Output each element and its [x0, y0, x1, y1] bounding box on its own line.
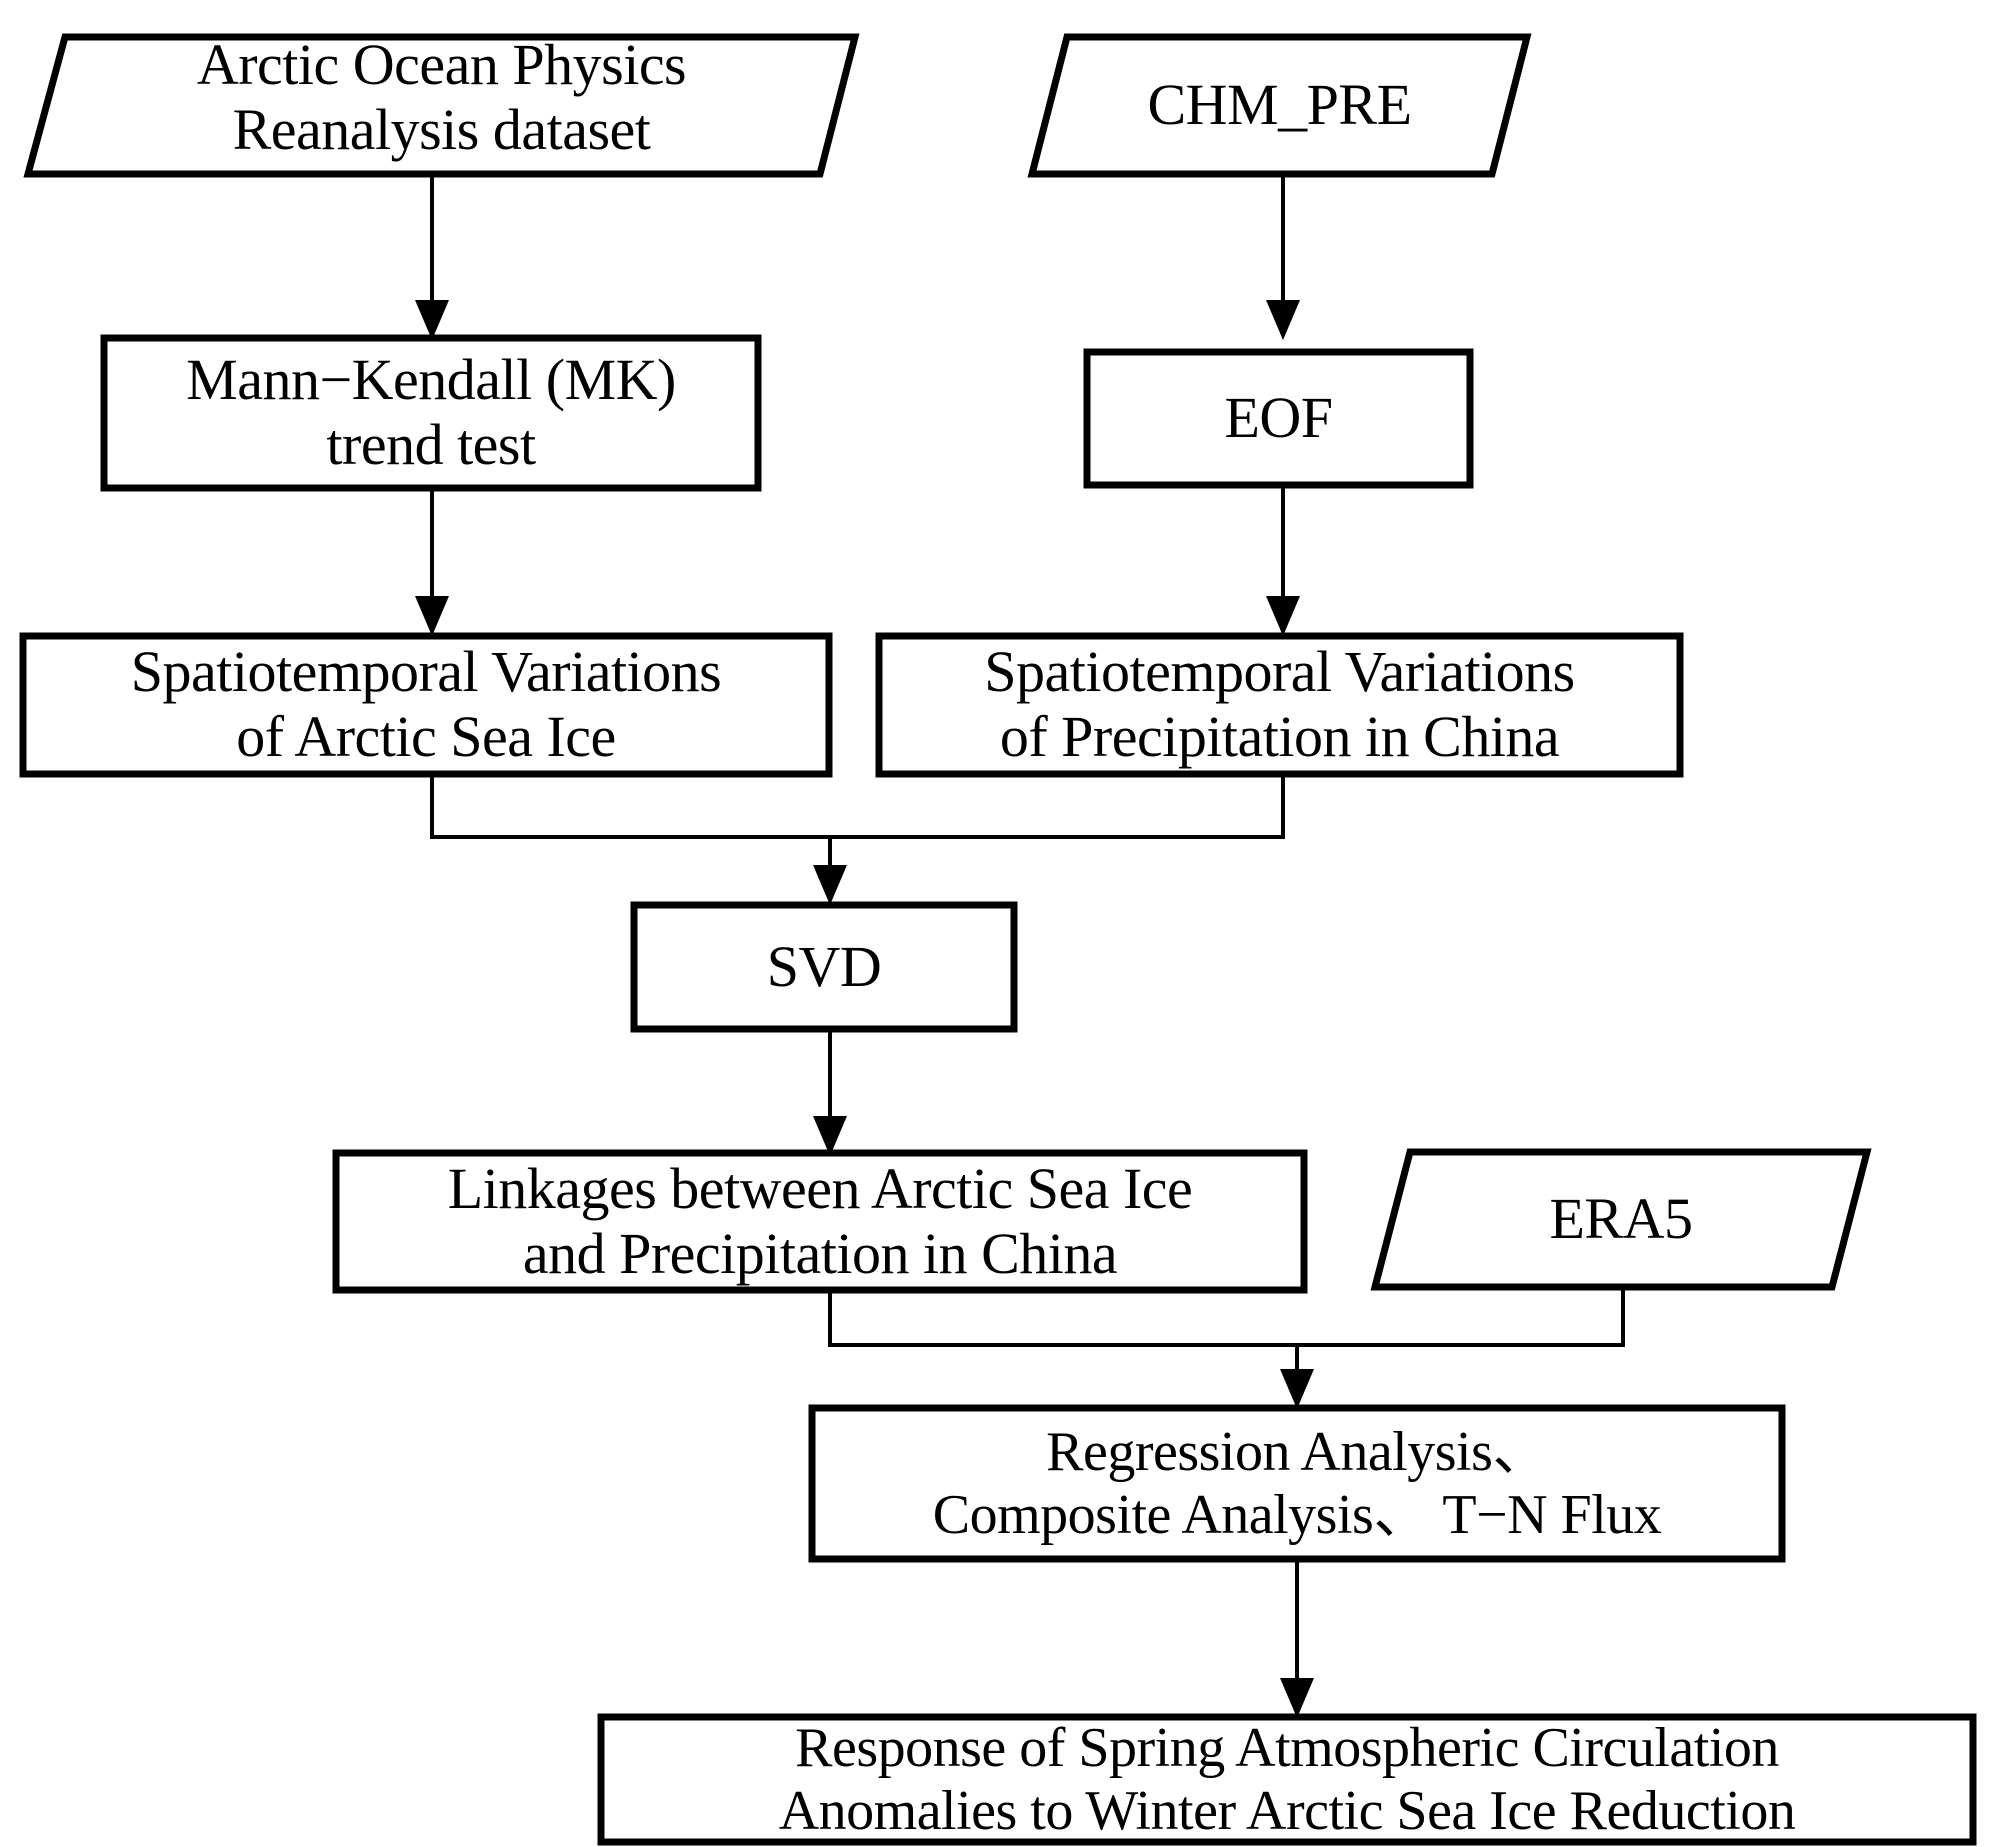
edge-linkages-era5-merge-to-regression: [828, 1288, 1625, 1409]
edge-arctic-dataset-to-mk: [415, 176, 449, 340]
node-chm-pre[interactable]: [1027, 33, 1532, 178]
edge-svd-to-linkages: [813, 1029, 847, 1156]
node-spatiotemporal-precip[interactable]: [875, 632, 1684, 778]
node-linkages[interactable]: [332, 1149, 1308, 1294]
node-spatiotemporal-sea-ice[interactable]: [19, 632, 833, 778]
edge-mk-to-spatiotemporal-sea-ice: [415, 488, 449, 636]
edge-spatiotemporal-merge-to-svd: [430, 774, 1285, 905]
edge-eof-to-spatiotemporal-precip: [1266, 488, 1300, 636]
node-eof[interactable]: [1083, 348, 1474, 489]
node-svd[interactable]: [630, 901, 1018, 1033]
edge-regression-to-response: [1280, 1559, 1314, 1718]
node-era5[interactable]: [1370, 1148, 1872, 1291]
node-arctic-dataset[interactable]: [23, 33, 860, 178]
node-regression-analysis[interactable]: [808, 1404, 1786, 1563]
node-mk-trend-test[interactable]: [100, 334, 762, 492]
node-response-conclusion[interactable]: [597, 1713, 1977, 1846]
edge-chm-pre-to-eof: [1266, 176, 1300, 340]
